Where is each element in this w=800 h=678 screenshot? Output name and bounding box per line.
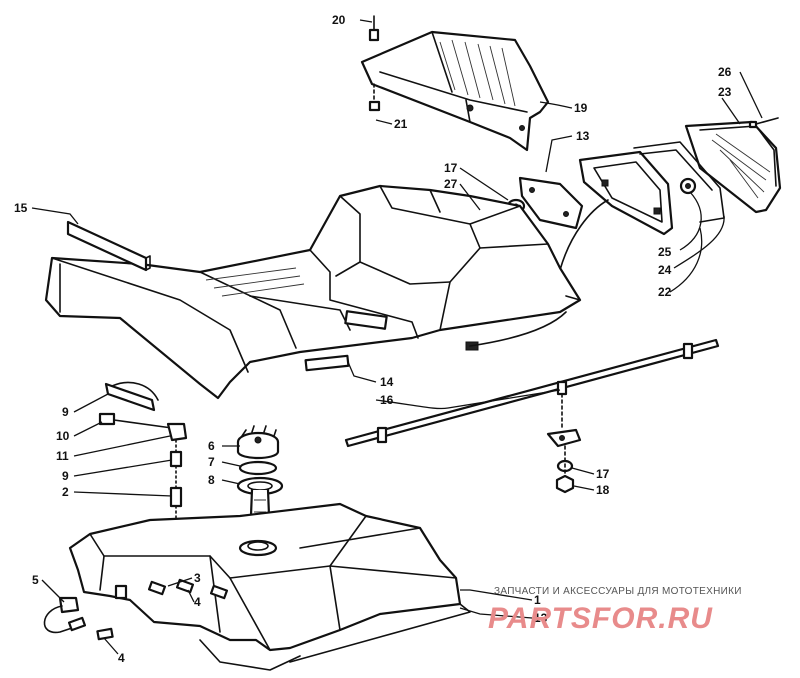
rod-16 bbox=[344, 338, 720, 448]
screw-20 bbox=[368, 15, 380, 42]
callout-13-lower: 13 bbox=[534, 611, 548, 625]
callout-24: 24 bbox=[658, 263, 672, 277]
callout-14: 14 bbox=[380, 375, 394, 389]
callout-19: 19 bbox=[574, 101, 588, 115]
callout-labels: 20 21 19 13 26 23 17 27 15 25 24 22 14 1… bbox=[14, 13, 732, 665]
callout-16: 16 bbox=[380, 393, 394, 407]
callout-9-lower: 9 bbox=[62, 469, 69, 483]
callout-18: 18 bbox=[596, 483, 610, 497]
callout-4-bottom: 4 bbox=[118, 651, 125, 665]
callout-9-upper: 9 bbox=[62, 405, 69, 419]
callout-10: 10 bbox=[56, 429, 70, 443]
callout-13-upper: 13 bbox=[576, 129, 590, 143]
wire-harness bbox=[469, 311, 567, 347]
callout-3: 3 bbox=[194, 571, 201, 585]
watermark: ЗАПЧАСТИ И АКСЕССУАРЫ ДЛЯ МОТОТЕХНИКИ PA… bbox=[488, 586, 742, 635]
callout-8: 8 bbox=[208, 473, 215, 487]
fuel-tank-1 bbox=[68, 502, 471, 671]
tail-light-lens bbox=[578, 150, 674, 236]
callout-17-upper: 17 bbox=[444, 161, 458, 175]
callout-17-lower: 17 bbox=[596, 467, 610, 481]
callout-11: 11 bbox=[56, 449, 69, 463]
screw-26 bbox=[748, 117, 779, 129]
callout-26: 26 bbox=[718, 65, 732, 79]
callout-6: 6 bbox=[208, 439, 215, 453]
mount-plate-13 bbox=[518, 176, 584, 230]
callout-23: 23 bbox=[718, 85, 732, 99]
callout-22: 22 bbox=[658, 285, 672, 299]
nut-18 bbox=[555, 474, 575, 494]
fuel-cap-6 bbox=[236, 425, 280, 460]
clamp-bracket bbox=[546, 428, 582, 448]
body-shell-14 bbox=[44, 184, 582, 400]
leader-lines bbox=[31, 19, 763, 655]
callout-25: 25 bbox=[658, 245, 672, 259]
fuel-line-assembly bbox=[98, 381, 188, 531]
tail-light-gasket bbox=[633, 141, 725, 223]
callout-2: 2 bbox=[62, 485, 69, 499]
tank-fittings bbox=[43, 578, 229, 641]
tail-bracket bbox=[360, 30, 550, 152]
callout-5: 5 bbox=[32, 573, 39, 587]
gasket-7 bbox=[238, 460, 278, 476]
callout-27: 27 bbox=[444, 177, 458, 191]
callout-1: 1 bbox=[534, 593, 541, 607]
callout-15: 15 bbox=[14, 201, 28, 215]
callout-7: 7 bbox=[208, 455, 215, 469]
callout-20: 20 bbox=[332, 13, 346, 27]
tail-light-housing bbox=[684, 120, 782, 214]
watermark-logo: PARTSFOR.RU bbox=[488, 602, 713, 635]
watermark-tagline: ЗАПЧАСТИ И АКСЕССУАРЫ ДЛЯ МОТОТЕХНИКИ bbox=[494, 586, 742, 597]
nut-21 bbox=[368, 83, 381, 112]
grab-rail-15 bbox=[66, 220, 151, 272]
callout-21: 21 bbox=[394, 117, 408, 131]
tail-light-wire bbox=[559, 199, 609, 271]
bulb-25 bbox=[679, 177, 697, 195]
callout-4-right: 4 bbox=[194, 595, 201, 609]
